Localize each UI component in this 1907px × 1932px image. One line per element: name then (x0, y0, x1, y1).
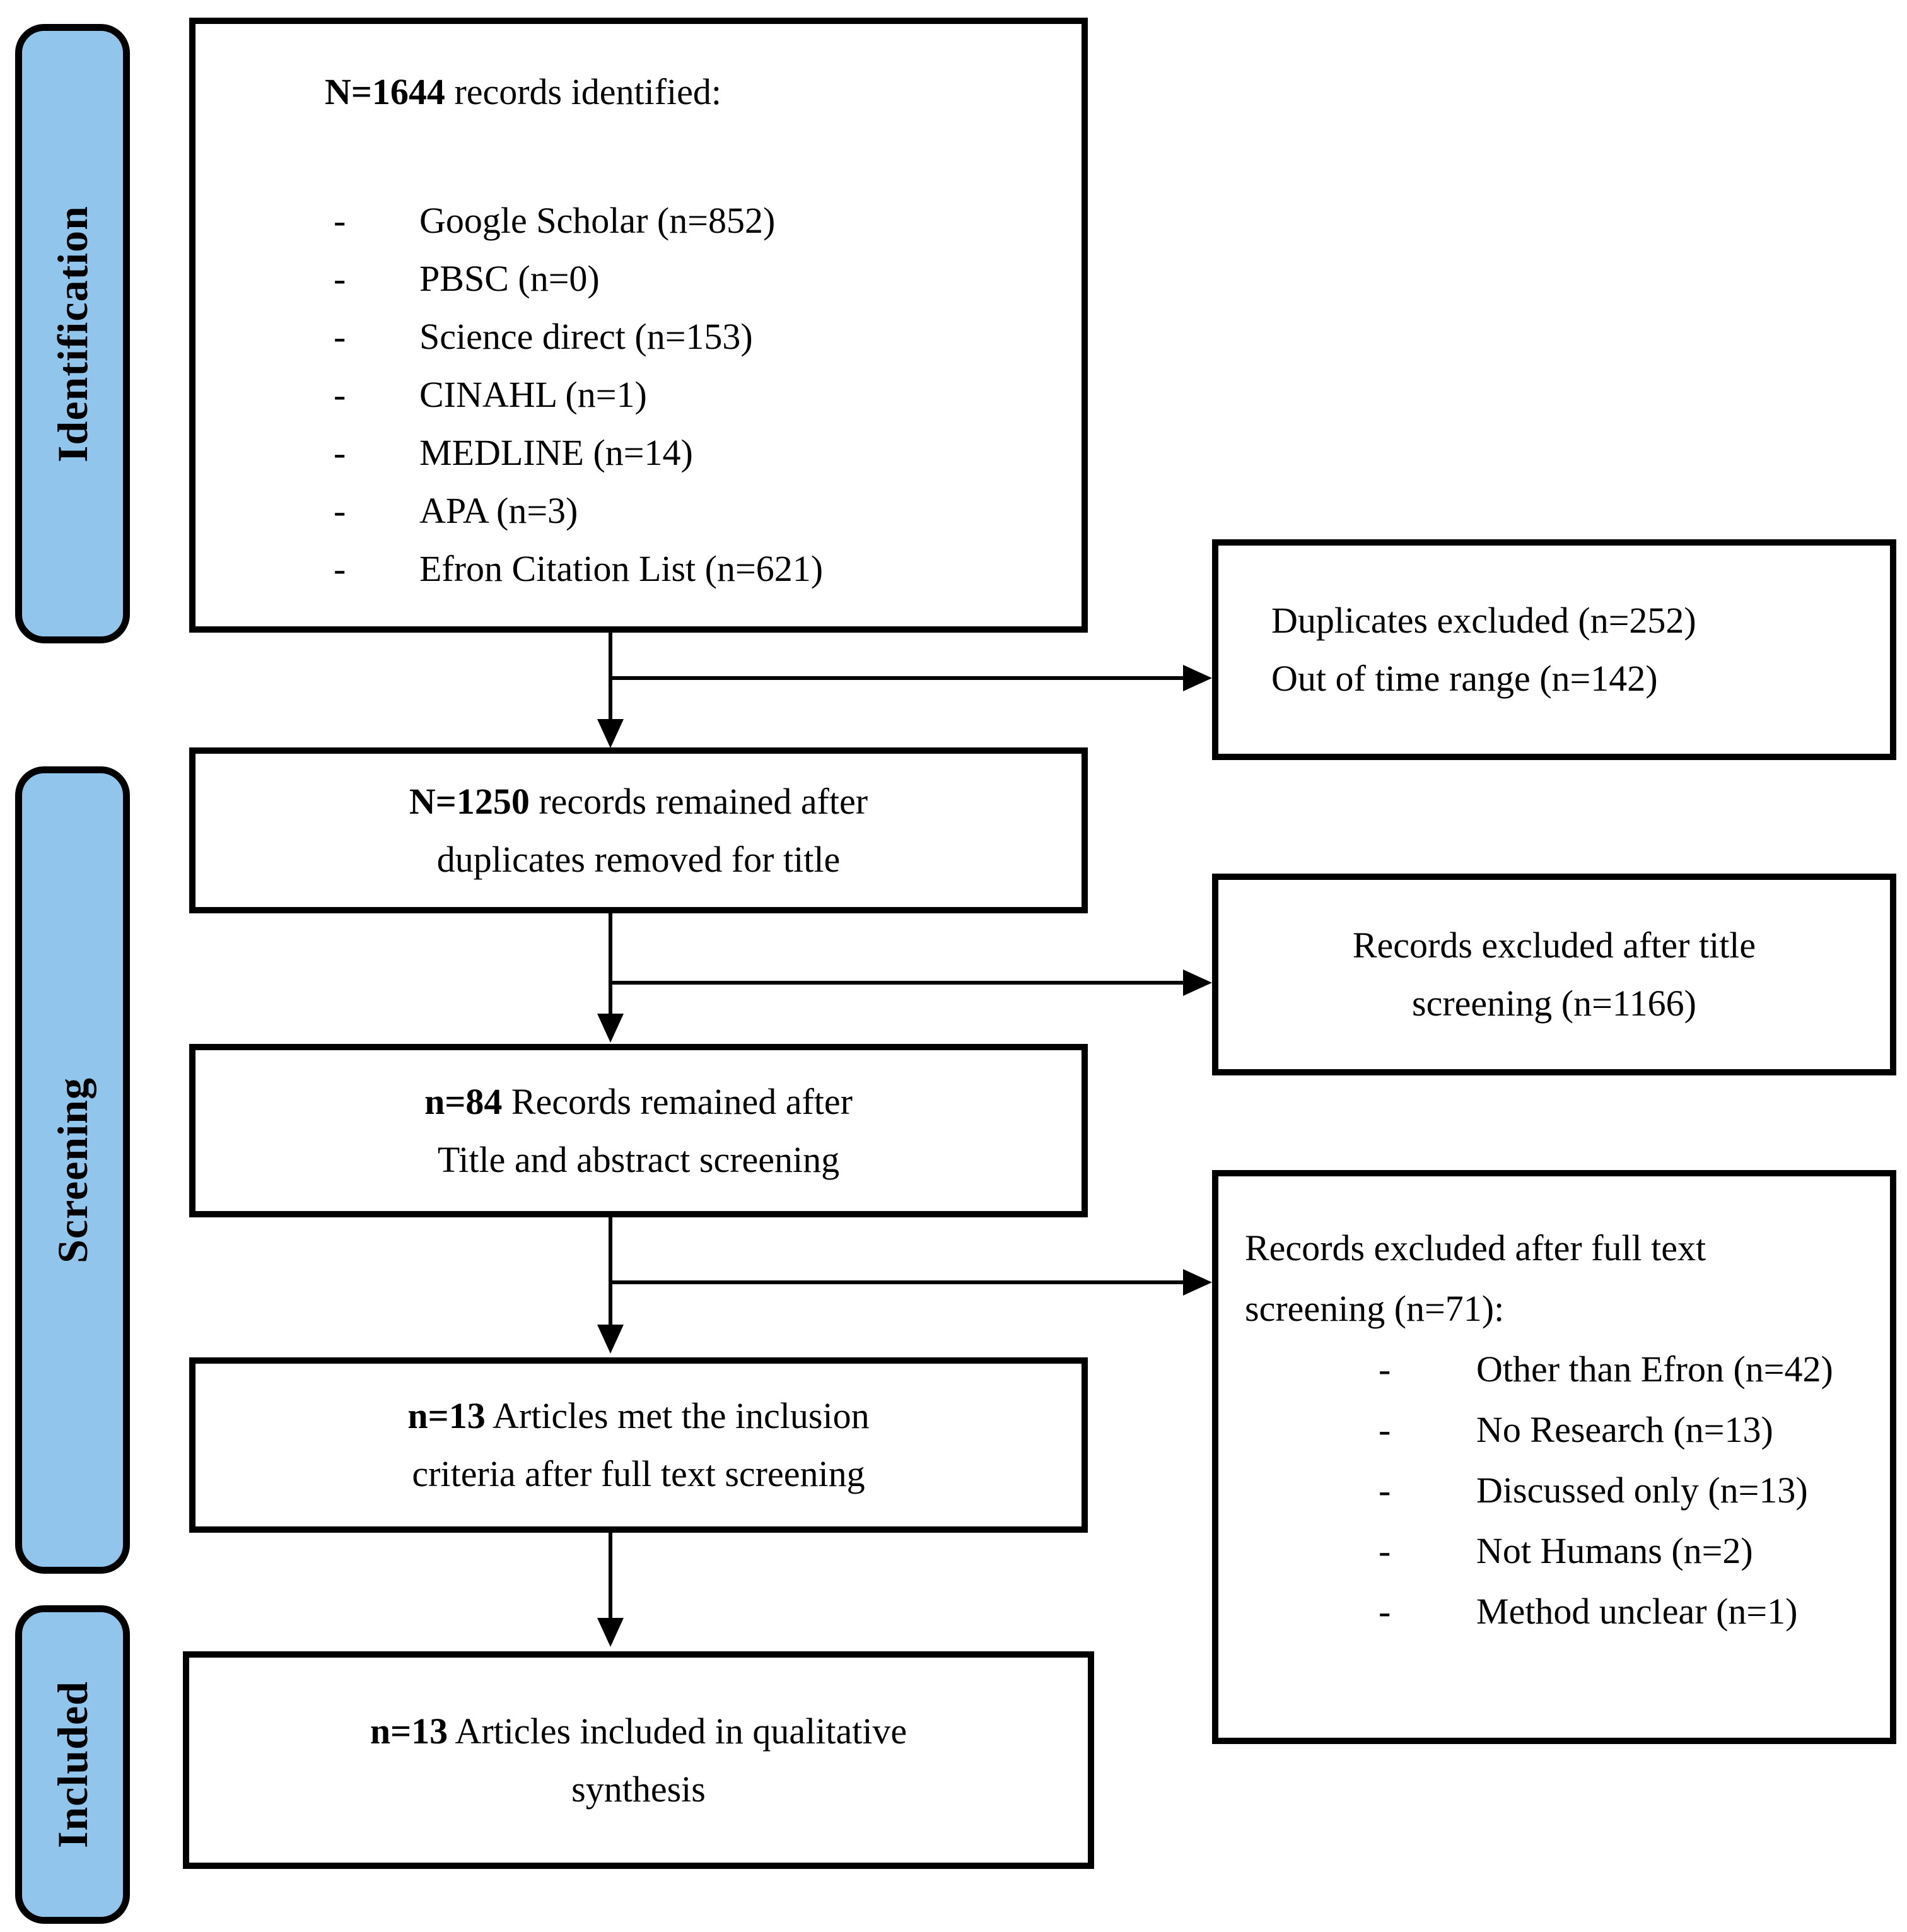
box-excluded-title-screening: Records excluded after title screening (… (1212, 874, 1896, 1075)
box-records-after-duplicates: N=1250 records remained after duplicates… (189, 747, 1088, 913)
arrow-head-right-icon (1183, 1269, 1212, 1296)
dash-bullet: - (334, 316, 346, 357)
arrow-head-down-icon (597, 1618, 624, 1647)
box-records-after-title-abstract: n=84 Records remained after Title and ab… (189, 1044, 1088, 1217)
reason-list: - Other than Efron (n=42) - No Research … (1245, 1339, 1875, 1642)
dash-bullet: - (334, 490, 346, 531)
dash-bullet: - (1379, 1530, 1391, 1571)
stage-identification: Identification (15, 24, 130, 643)
box-articles-inclusion-criteria: n=13 Articles met the inclusion criteria… (189, 1357, 1088, 1533)
source-list: - Google Scholar (n=852) - PBSC (n=0) - … (325, 192, 1063, 598)
stage-label: Included (48, 1681, 96, 1848)
arrow-head-right-icon (1183, 665, 1212, 691)
dash-bullet: - (1379, 1409, 1391, 1450)
list-item: - Science direct (n=153) (325, 308, 1063, 366)
dash-bullet: - (334, 200, 346, 241)
arrow-head-down-icon (597, 1325, 624, 1354)
box-duplicates-excluded: Duplicates excluded (n=252) Out of time … (1212, 539, 1896, 760)
branch-arrow-line (610, 981, 1183, 985)
stage-screening: Screening (15, 766, 130, 1574)
arrow-head-down-icon (597, 719, 624, 748)
box-articles-qualitative-synthesis: n=13 Articles included in qualitative sy… (183, 1651, 1094, 1869)
box-heading: N=1644 records identified: (325, 71, 721, 112)
flow-arrow-line (609, 913, 612, 1016)
dash-bullet: - (334, 432, 346, 473)
branch-arrow-line (610, 676, 1183, 680)
dash-bullet: - (1379, 1470, 1391, 1511)
record-count: n=13 (407, 1395, 486, 1436)
list-item: - CINAHL (n=1) (325, 366, 1063, 424)
stage-included: Included (15, 1605, 130, 1924)
list-item: - Method unclear (n=1) (1379, 1581, 1875, 1642)
list-item: - Other than Efron (n=42) (1379, 1339, 1875, 1400)
list-item: - PBSC (n=0) (325, 250, 1063, 308)
stage-label: Identification (48, 205, 96, 462)
list-item: - No Research (n=13) (1379, 1400, 1875, 1460)
list-item: - Google Scholar (n=852) (325, 192, 1063, 250)
list-item: - Not Humans (n=2) (1379, 1521, 1875, 1581)
list-item: - MEDLINE (n=14) (325, 424, 1063, 482)
stage-label: Screening (48, 1077, 96, 1263)
flow-arrow-line (609, 1217, 612, 1326)
record-count: n=13 (370, 1710, 448, 1752)
dash-bullet: - (1379, 1349, 1391, 1390)
box-records-identified: N=1644 records identified: - Google Scho… (189, 18, 1088, 633)
record-count: n=84 (424, 1080, 503, 1122)
dash-bullet: - (334, 548, 346, 589)
dash-bullet: - (334, 374, 346, 415)
arrow-head-down-icon (597, 1014, 624, 1043)
box-excluded-fulltext-screening: Records excluded after full text screeni… (1212, 1170, 1896, 1744)
flow-arrow-line (609, 1533, 612, 1620)
dash-bullet: - (334, 258, 346, 299)
record-count: N=1644 (325, 71, 445, 112)
list-item: - Discussed only (n=13) (1379, 1460, 1875, 1521)
dash-bullet: - (1379, 1591, 1391, 1632)
record-count: N=1250 (409, 780, 530, 822)
list-item: - Efron Citation List (n=621) (325, 540, 1063, 598)
list-item: - APA (n=3) (325, 482, 1063, 540)
branch-arrow-line (610, 1280, 1183, 1284)
arrow-head-right-icon (1183, 969, 1212, 996)
